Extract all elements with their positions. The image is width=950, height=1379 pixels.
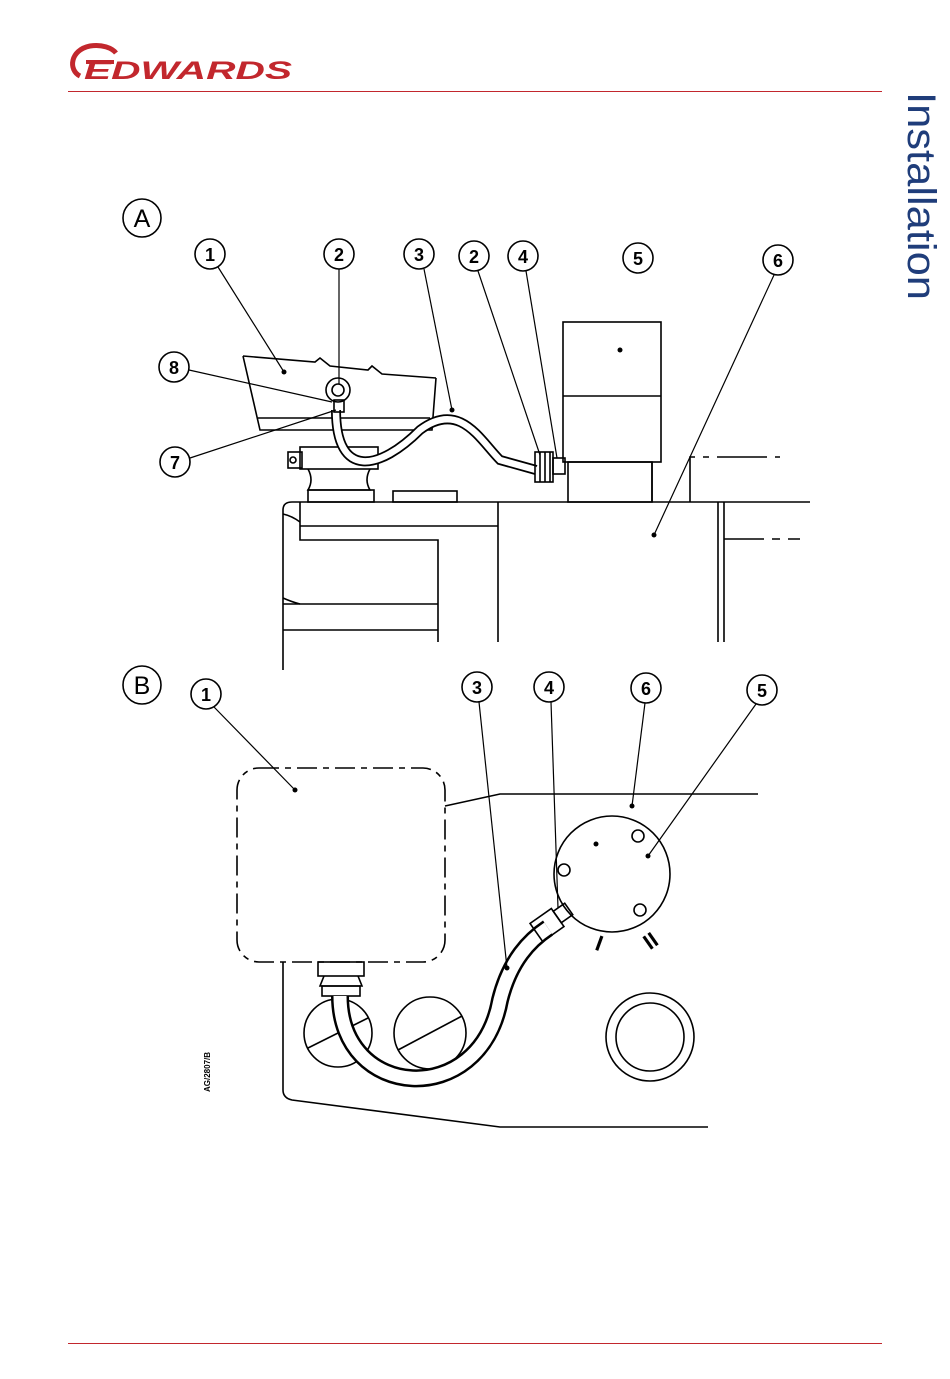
callout-a-7: 7 [160,447,190,477]
callout-a-4: 4 [508,241,538,271]
svg-text:I: I [592,930,606,956]
svg-text:2: 2 [334,245,344,265]
view-b: B I II 1 3 4 6 5 [123,666,777,1127]
svg-text:4: 4 [518,247,528,267]
svg-text:2: 2 [469,247,479,267]
callout-b-6: 6 [631,673,661,703]
callout-b-3: 3 [462,672,492,702]
gas-module-b [554,816,670,932]
svg-text:3: 3 [472,678,482,698]
leader-lines-a [189,267,774,535]
svg-text:1: 1 [201,685,211,705]
svg-text:4: 4 [544,678,554,698]
footer-rule [68,1343,882,1344]
callout-a-3: 3 [404,239,434,269]
gas-module [563,322,661,462]
callout-a-6: 6 [763,245,793,275]
svg-text:B: B [134,672,151,700]
svg-text:6: 6 [773,251,783,271]
svg-text:5: 5 [757,681,767,701]
svg-text:8: 8 [169,358,179,378]
callout-a-2: 2 [324,239,354,269]
view-a-label: A [123,199,161,237]
svg-text:5: 5 [633,249,643,269]
callout-a-5: 5 [623,243,653,273]
svg-text:7: 7 [170,453,180,473]
callout-a-1: 1 [195,239,225,269]
pump-body [283,502,810,670]
drawing-reference: AG/2807/B [190,1034,220,1094]
svg-text:AG/2807/B: AG/2807/B [203,1052,212,1092]
svg-text:A: A [134,205,151,233]
callout-a-2b: 2 [459,241,489,271]
svg-text:II: II [638,927,662,954]
callout-a-8: 8 [159,352,189,382]
callout-b-4: 4 [534,672,564,702]
view-b-label: B [123,666,161,704]
leader-lines-b [214,702,756,968]
svg-text:6: 6 [641,679,651,699]
svg-text:1: 1 [205,245,215,265]
outlet-port [606,993,694,1081]
callout-b-1: 1 [191,679,221,709]
view-a: A [123,199,810,670]
callout-b-5: 5 [747,675,777,705]
elbow-fitting [326,378,350,402]
svg-text:3: 3 [414,245,424,265]
tank-outline [237,768,445,962]
